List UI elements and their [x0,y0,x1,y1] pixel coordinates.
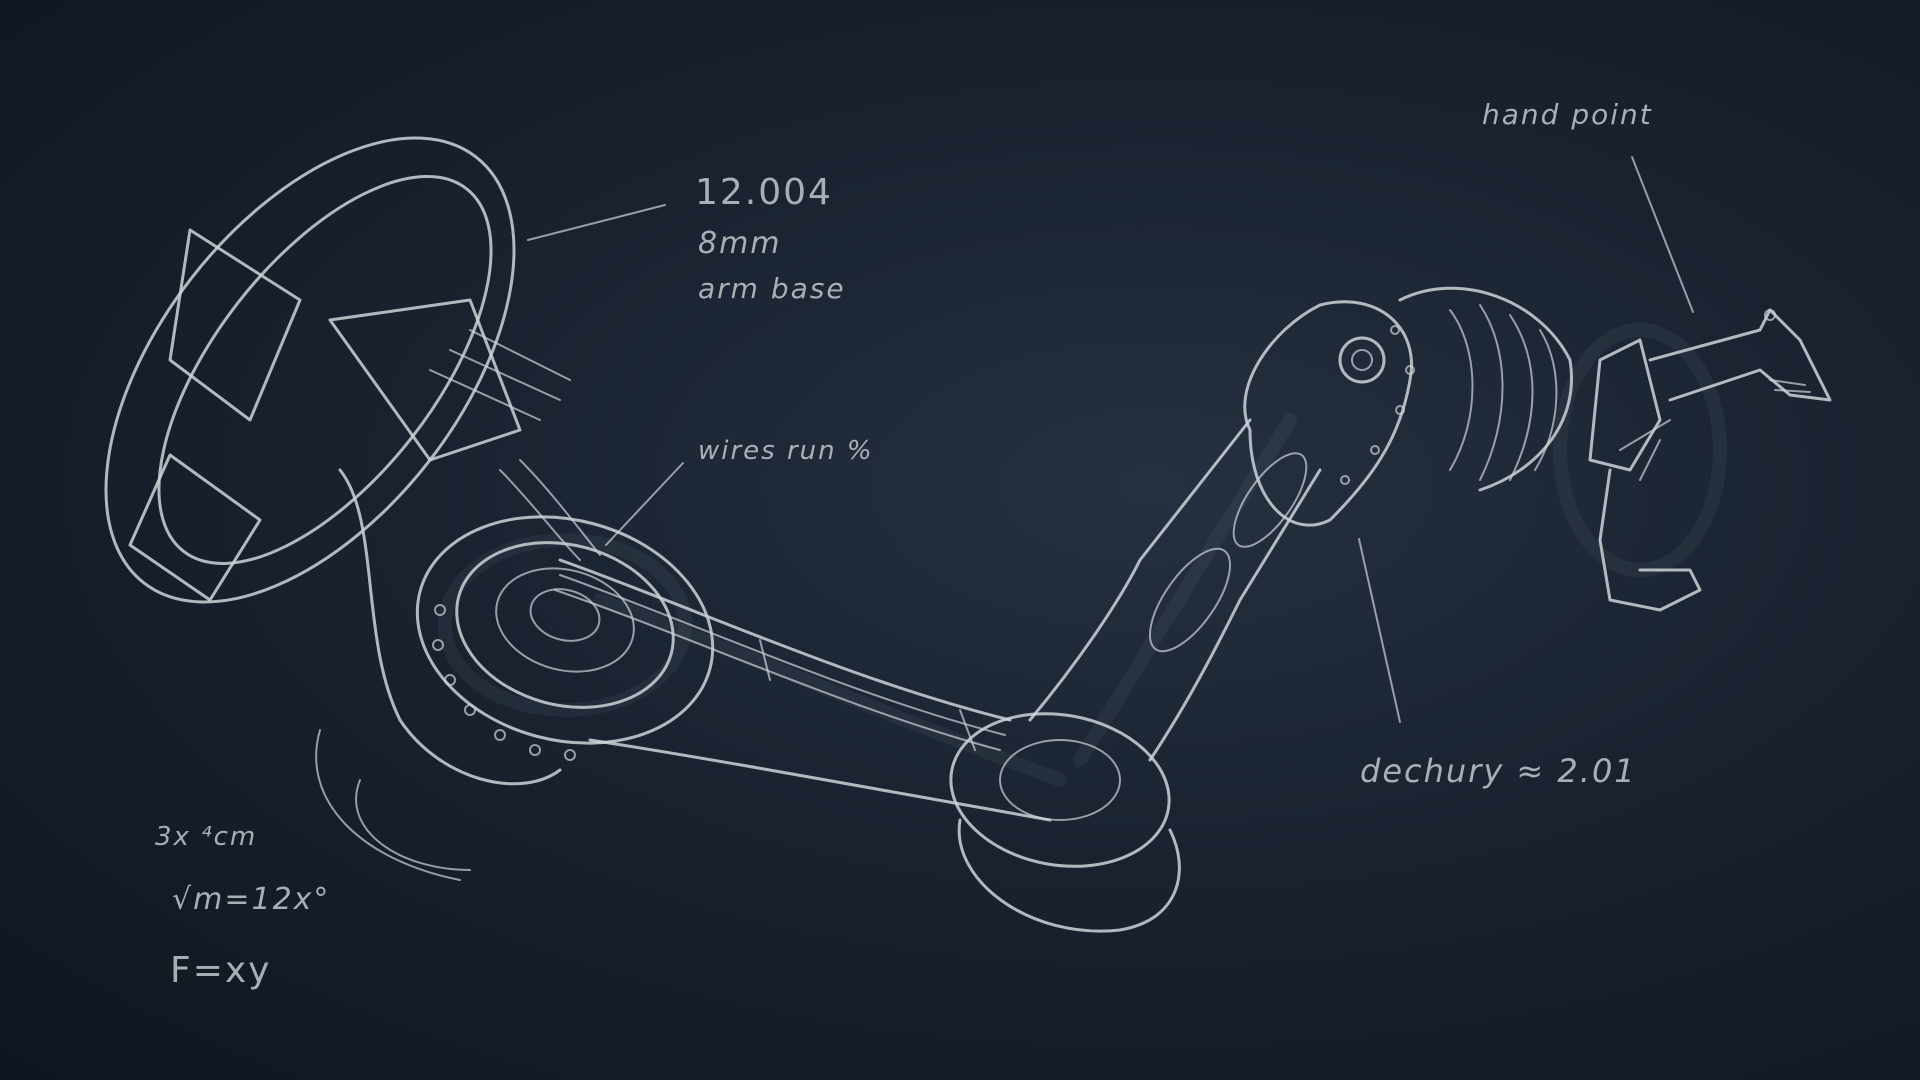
leader-lines [527,156,1694,723]
upper-arm [499,459,1052,822]
formula-1: 3x ⁴cm [155,822,258,852]
forearm [1028,418,1322,762]
annotation-degree: dechury ≈ 2.01 [1360,752,1637,790]
elbow-joint [949,712,1181,933]
annotation-wires: wires run % [698,436,874,466]
annotation-base-size: 8mm [698,226,782,261]
formula-2: √m=12x° [172,882,331,917]
wrist-joint [1243,286,1573,527]
leader-hand [1631,156,1694,313]
annotation-base-label: arm base [698,272,846,305]
leader-wires [605,462,684,546]
arm-base [104,136,571,881]
leader-degree [1358,538,1401,723]
gripper [1588,308,1832,612]
leader-base [527,204,666,241]
shoulder-joint [415,515,715,761]
annotation-base-dimension: 12.004 [695,172,833,213]
chalk-dust [438,323,1727,787]
annotation-hand: hand point [1482,98,1653,131]
formula-3: F=xy [170,950,272,991]
